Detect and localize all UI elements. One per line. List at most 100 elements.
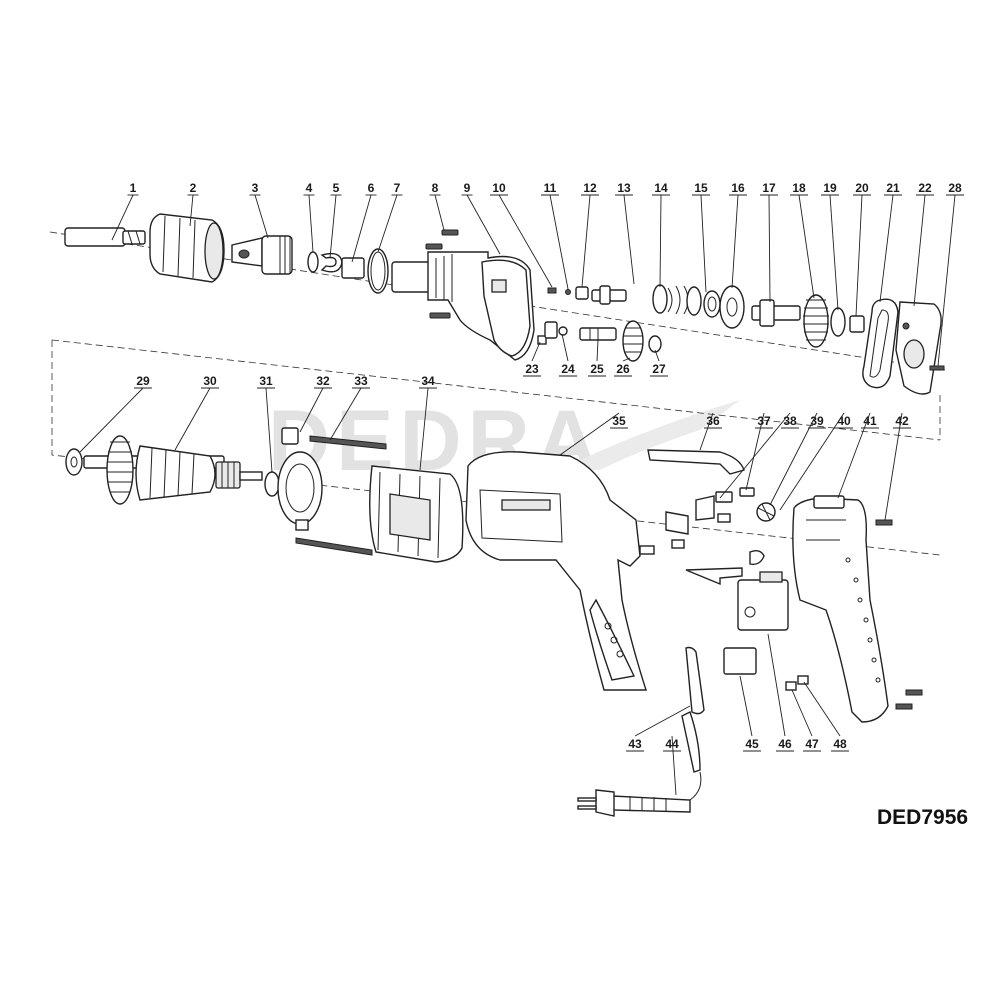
callout-33: 33 (329, 374, 370, 441)
callout-label: 47 (805, 737, 819, 751)
callout-13: 13 (615, 181, 635, 285)
callout-label: 26 (616, 362, 630, 376)
callout-17: 17 (760, 181, 778, 303)
callout-label: 21 (886, 181, 900, 195)
callout-leader (654, 349, 660, 362)
callout-15: 15 (692, 181, 710, 293)
callout-34: 34 (419, 374, 437, 471)
callout-10: 10 (490, 181, 553, 288)
part-44-power-cord (577, 771, 702, 817)
part-4-ring (307, 251, 319, 273)
parts-37-40-brush-group (639, 487, 776, 555)
callout-7: 7 (377, 181, 403, 253)
callout-leader (329, 387, 362, 441)
callout-25: 25 (588, 339, 606, 377)
part-22-bearing-plate (895, 301, 942, 395)
callout-11: 11 (541, 181, 569, 290)
callout-leader (329, 194, 337, 259)
callout-label: 15 (694, 181, 708, 195)
part-30-armature (83, 435, 263, 505)
callout-label: 12 (583, 181, 597, 195)
callout-5: 5 (329, 181, 342, 259)
callout-leader (531, 341, 541, 362)
part-35-housing-half (465, 451, 647, 691)
callout-label: 48 (833, 737, 847, 751)
callout-31: 31 (257, 374, 275, 473)
callout-47: 47 (791, 689, 821, 752)
callout-leader (798, 194, 815, 299)
callout-label: 35 (612, 414, 626, 428)
parts-10-13-shaft-group (547, 285, 627, 305)
callout-37: 37 (745, 412, 773, 491)
callout-leader (419, 387, 429, 471)
callout-leader (837, 412, 871, 499)
part-20-sleeve (849, 315, 865, 333)
callout-46: 46 (767, 633, 794, 752)
callout-22: 22 (913, 181, 934, 307)
callout-45: 45 (739, 675, 761, 752)
part-19-bearing (830, 307, 846, 337)
part-5-circlip (320, 252, 343, 273)
callout-leader (466, 194, 501, 255)
callout-2: 2 (187, 181, 199, 227)
callout-1: 1 (111, 181, 139, 241)
callout-label: 28 (948, 181, 962, 195)
callout-label: 43 (628, 737, 642, 751)
callout-leader (351, 194, 372, 263)
callout-20: 20 (853, 181, 871, 317)
callout-label: 34 (421, 374, 435, 388)
part-8-screws (425, 229, 459, 319)
callout-41: 41 (837, 412, 879, 499)
part-43-cord-guard (681, 646, 705, 773)
callout-label: 19 (823, 181, 837, 195)
callout-26: 26 (614, 357, 632, 377)
callout-44: 44 (663, 735, 681, 796)
callout-leader (779, 412, 845, 511)
callout-6: 6 (351, 181, 377, 263)
callout-leader (884, 412, 903, 521)
callout-21: 21 (879, 181, 902, 303)
callout-label: 39 (810, 414, 824, 428)
callout-leader (549, 194, 569, 290)
part-28-pin (929, 365, 945, 371)
callout-label: 25 (590, 362, 604, 376)
part-6-bushing (341, 257, 365, 279)
part-32-fan-baffle (277, 427, 323, 531)
model-code: DED7956 (877, 806, 968, 829)
callout-label: 13 (617, 181, 631, 195)
callout-leader (937, 194, 956, 367)
callout-label: 24 (561, 362, 575, 376)
callout-label: 36 (706, 414, 720, 428)
parts-23-27-intermediate-shaft (537, 320, 662, 362)
callout-label: 33 (354, 374, 368, 388)
callout-label: 40 (837, 414, 851, 428)
callout-leader (174, 387, 211, 451)
callout-leader (561, 333, 569, 362)
callout-leader (622, 357, 631, 362)
part-2-depth-collar (149, 213, 225, 283)
callout-14: 14 (652, 181, 670, 288)
callout-label: 46 (778, 737, 792, 751)
callout-leader (803, 681, 841, 737)
callout-leader (719, 412, 791, 499)
callout-leader (731, 194, 739, 289)
part-7-o-ring (367, 248, 389, 294)
callout-label: 38 (783, 414, 797, 428)
callout-label: 32 (316, 374, 330, 388)
callout-leader (829, 194, 839, 311)
callout-9: 9 (461, 181, 501, 255)
part-16-bearing (719, 285, 745, 329)
callout-12: 12 (581, 181, 599, 288)
callout-32: 32 (299, 374, 332, 433)
callout-leader (265, 387, 273, 473)
callout-label: 9 (464, 181, 471, 195)
part-33-screws (295, 435, 387, 556)
part-29-bearing (65, 448, 83, 476)
callout-8: 8 (429, 181, 445, 231)
callout-label: 11 (544, 181, 557, 195)
callout-label: 5 (333, 181, 340, 195)
callout-28: 28 (937, 181, 964, 367)
callout-39: 39 (769, 412, 826, 506)
callout-leader (855, 194, 863, 317)
